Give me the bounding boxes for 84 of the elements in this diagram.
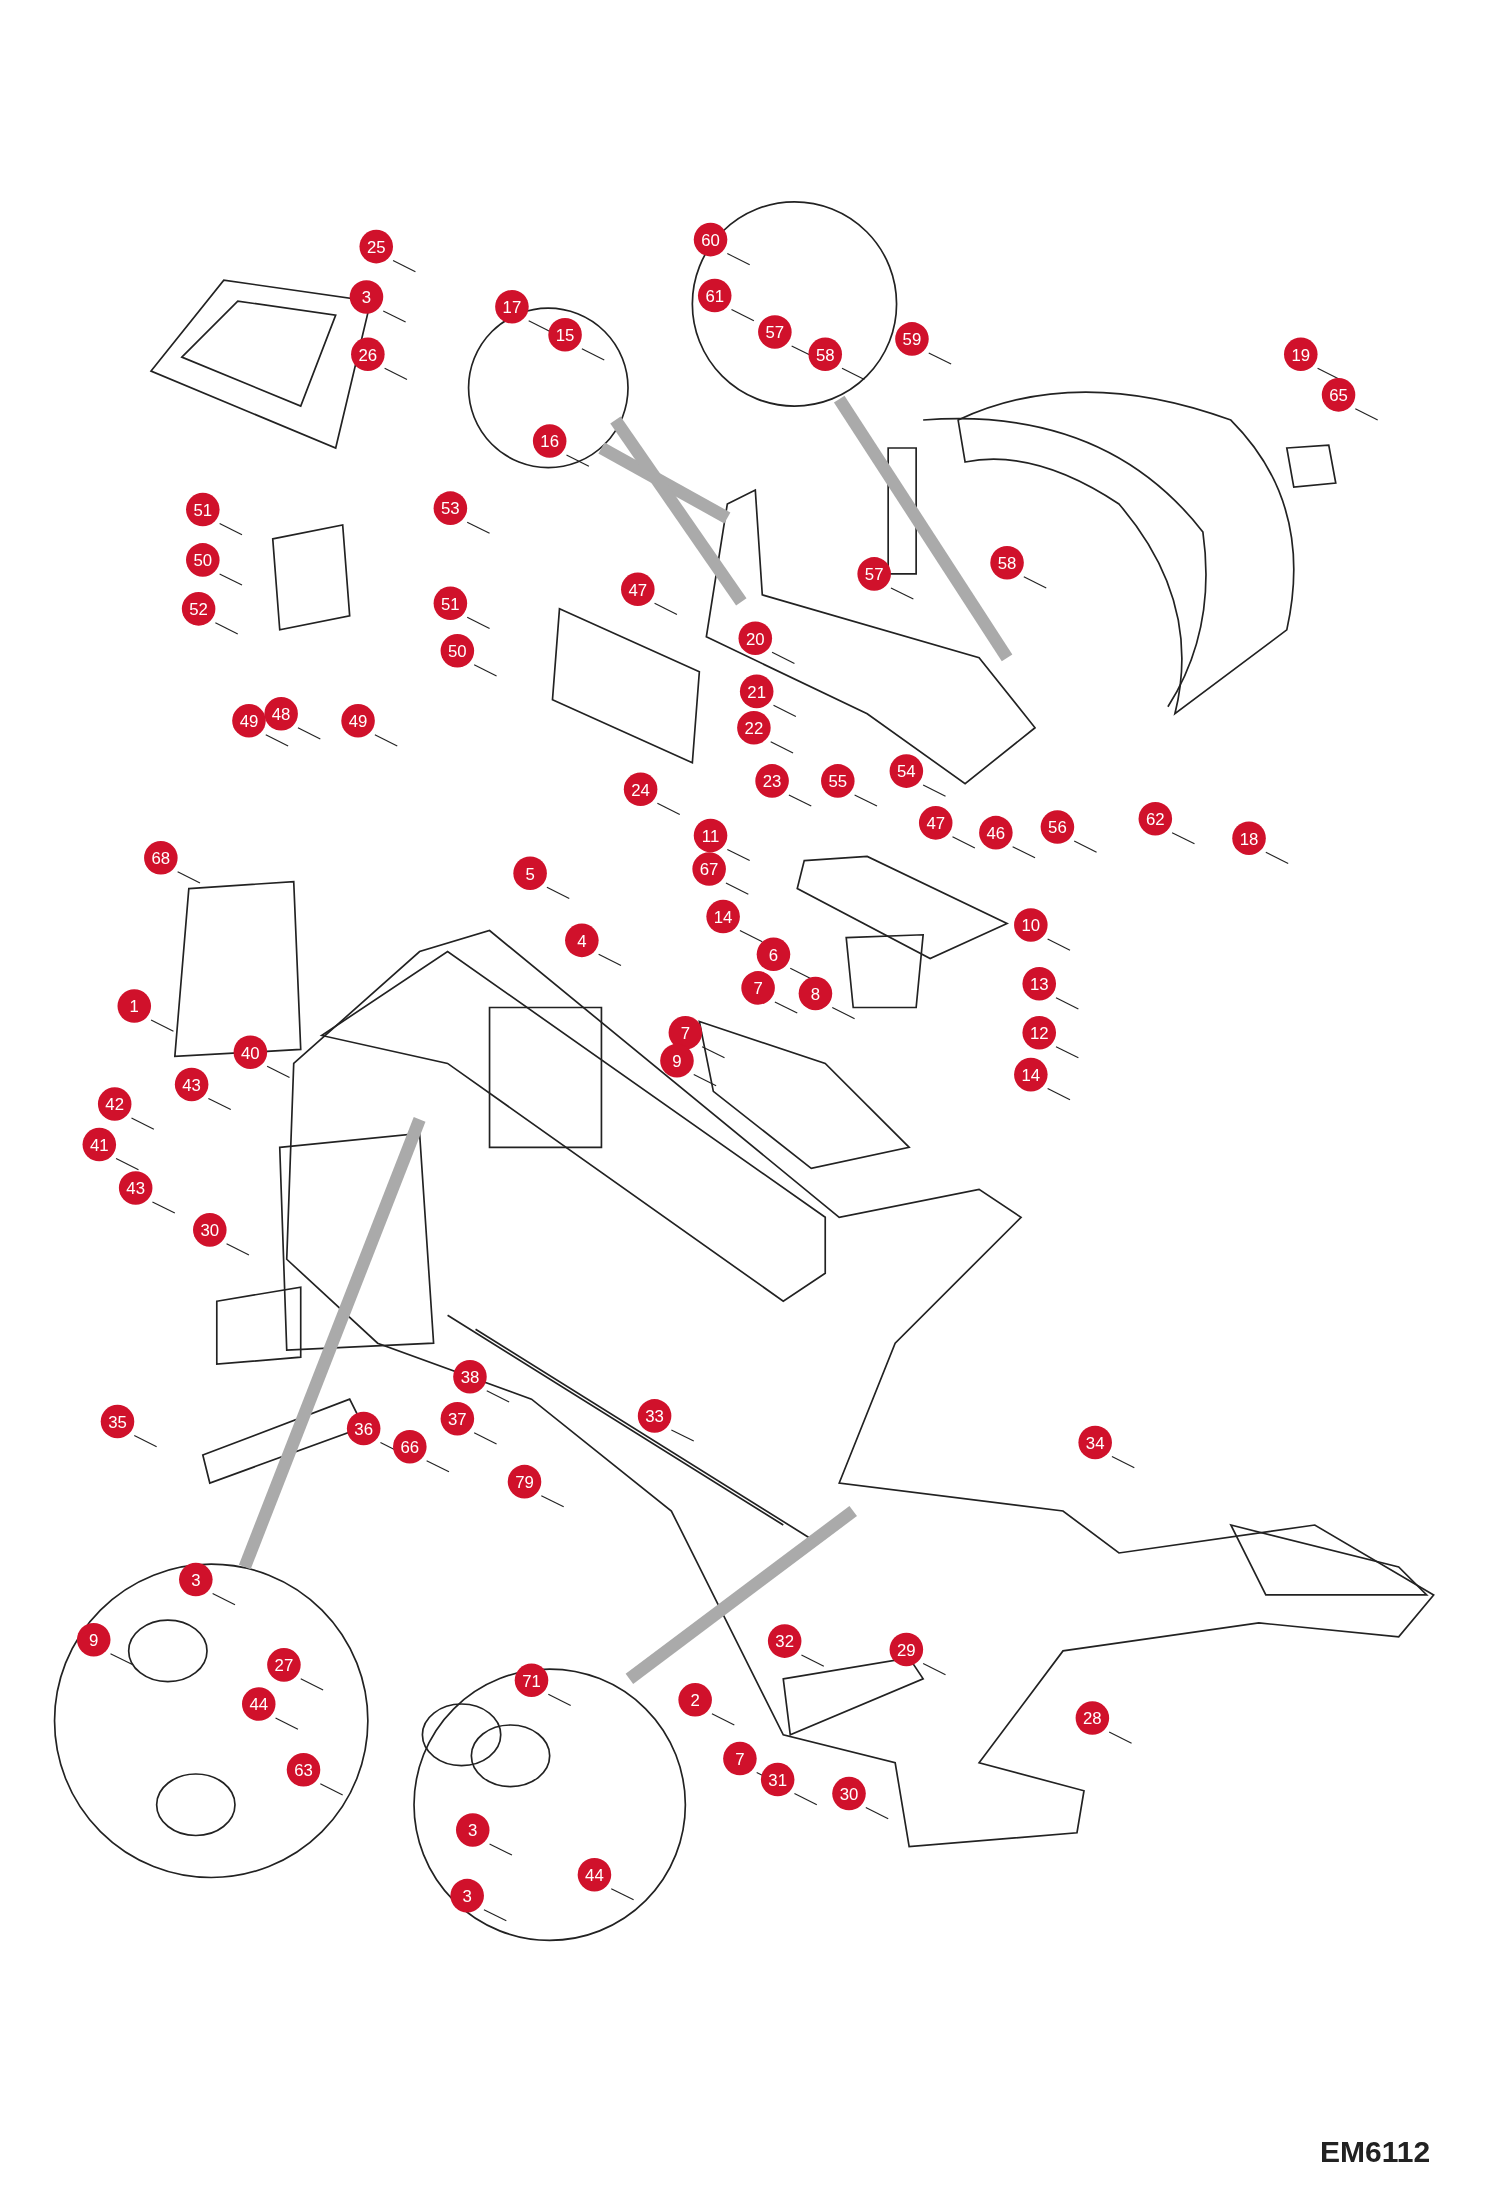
callout-number: 35	[100, 1404, 135, 1439]
callout-number: 66	[393, 1429, 427, 1464]
callout-number: 31	[760, 1762, 795, 1797]
callout-number: 79	[507, 1464, 542, 1499]
callout-number: 14	[1014, 1057, 1048, 1092]
callout-number: 34	[1078, 1425, 1112, 1460]
callout-number: 3	[450, 1878, 484, 1913]
callout-number: 19	[1284, 337, 1318, 372]
callout-number: 56	[1040, 810, 1075, 844]
callout-number: 9	[660, 1043, 694, 1078]
callout-number: 3	[455, 1813, 490, 1847]
callout-number: 32	[767, 1624, 802, 1658]
callout-number: 49	[232, 703, 266, 738]
callout-number: 4	[565, 923, 599, 958]
callout-number: 1	[117, 989, 152, 1023]
callout-number: 57	[758, 315, 792, 349]
callout-number: 61	[697, 278, 732, 313]
callout-number: 27	[267, 1648, 301, 1682]
callout-number: 63	[286, 1753, 321, 1787]
callout-number: 25	[359, 229, 394, 264]
callout-number: 59	[895, 322, 929, 356]
callout-number: 14	[706, 899, 740, 934]
callout-number: 26	[351, 337, 385, 372]
callout-number: 30	[193, 1213, 227, 1247]
callout-number: 43	[174, 1067, 209, 1102]
callout-number: 13	[1022, 966, 1056, 1001]
callout-number: 24	[623, 772, 658, 807]
callout-number: 62	[1138, 801, 1173, 836]
callout-number: 7	[668, 1015, 703, 1050]
callout-number: 51	[433, 586, 468, 621]
callout-number: 3	[179, 1562, 213, 1597]
callout-number: 60	[693, 222, 728, 257]
callout-number: 47	[621, 572, 655, 607]
callout-number: 50	[440, 634, 475, 668]
callout-number: 57	[857, 557, 891, 591]
callout-number: 53	[433, 491, 468, 525]
callout-number: 9	[76, 1622, 111, 1657]
callout-number: 2	[678, 1683, 712, 1717]
callout-number: 40	[233, 1035, 268, 1070]
callout-number: 23	[755, 764, 789, 798]
callout-number: 30	[832, 1776, 866, 1811]
callout-number: 7	[723, 1741, 757, 1776]
callout-number: 44	[577, 1857, 612, 1892]
callout-number: 38	[453, 1359, 487, 1394]
callout-number: 15	[548, 317, 582, 352]
callout-number: 55	[821, 764, 855, 798]
callout-number: 17	[495, 289, 529, 324]
callout-number: 51	[186, 492, 220, 527]
figure-code: EM6112	[1320, 2135, 1431, 2169]
callout-number: 7	[741, 971, 775, 1005]
callout-number: 18	[1232, 821, 1266, 856]
callout-number: 48	[264, 696, 298, 731]
callout-number: 20	[738, 621, 773, 655]
callout-number: 43	[118, 1171, 153, 1205]
callout-number: 11	[693, 818, 728, 853]
callout-number: 46	[979, 815, 1013, 850]
callout-number: 47	[918, 806, 953, 840]
callout-number: 36	[346, 1411, 381, 1446]
callout-number: 52	[181, 592, 216, 626]
callout-number: 68	[144, 841, 178, 875]
callout-number: 58	[990, 545, 1024, 580]
callout-number: 6	[756, 937, 791, 972]
callout-number: 33	[637, 1399, 672, 1433]
callout-number: 65	[1321, 378, 1356, 412]
callout-number: 37	[440, 1401, 475, 1436]
callout-number: 29	[889, 1632, 924, 1667]
callout-number: 54	[889, 754, 924, 788]
callout-number: 12	[1022, 1015, 1056, 1050]
callout-number: 41	[82, 1127, 117, 1162]
callout-number: 5	[513, 856, 547, 890]
callout-number: 8	[798, 976, 833, 1011]
callout-number: 3	[349, 280, 384, 314]
callout-number: 42	[97, 1087, 132, 1121]
callout-number: 28	[1075, 1701, 1110, 1735]
callout-number: 58	[808, 337, 842, 372]
callout-number: 50	[186, 543, 220, 577]
callout-number: 71	[514, 1663, 549, 1698]
callout-number: 10	[1014, 908, 1048, 942]
callout-number: 22	[737, 710, 771, 745]
callout-number: 67	[692, 852, 726, 886]
callout-number: 21	[739, 674, 774, 709]
callout-number: 49	[341, 703, 375, 738]
callout-number: 16	[532, 424, 567, 458]
callout-number: 44	[241, 1687, 276, 1721]
